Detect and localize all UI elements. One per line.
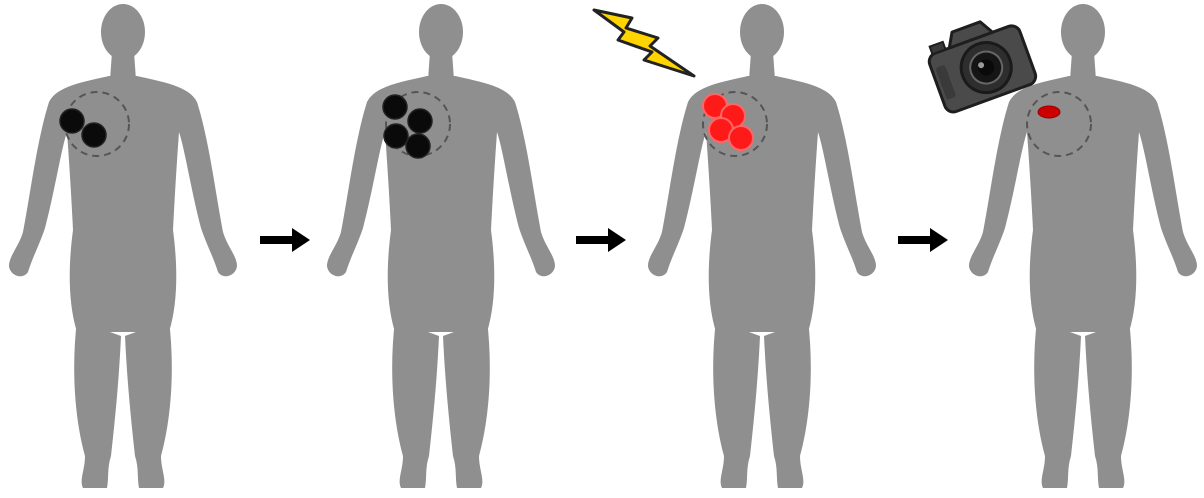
tumor-cell (383, 95, 407, 119)
camera-icon (918, 8, 1044, 116)
panel-1-initial-tumor (0, 0, 250, 498)
tumor-cell (60, 109, 84, 133)
arrow-right-icon (576, 227, 628, 253)
arrow-right-icon (898, 227, 950, 253)
tumor-cell (384, 124, 408, 148)
tumor-cell (82, 123, 106, 147)
arrow-right-icon (260, 227, 312, 253)
human-silhouette (9, 4, 237, 488)
tumor-cell (408, 109, 432, 133)
panel-2-tumor-growth (320, 0, 570, 498)
tumor-cell (406, 134, 430, 158)
treated-tumor-cell (729, 126, 753, 150)
human-silhouette (327, 4, 555, 488)
lightning-bolt-icon (592, 6, 700, 82)
